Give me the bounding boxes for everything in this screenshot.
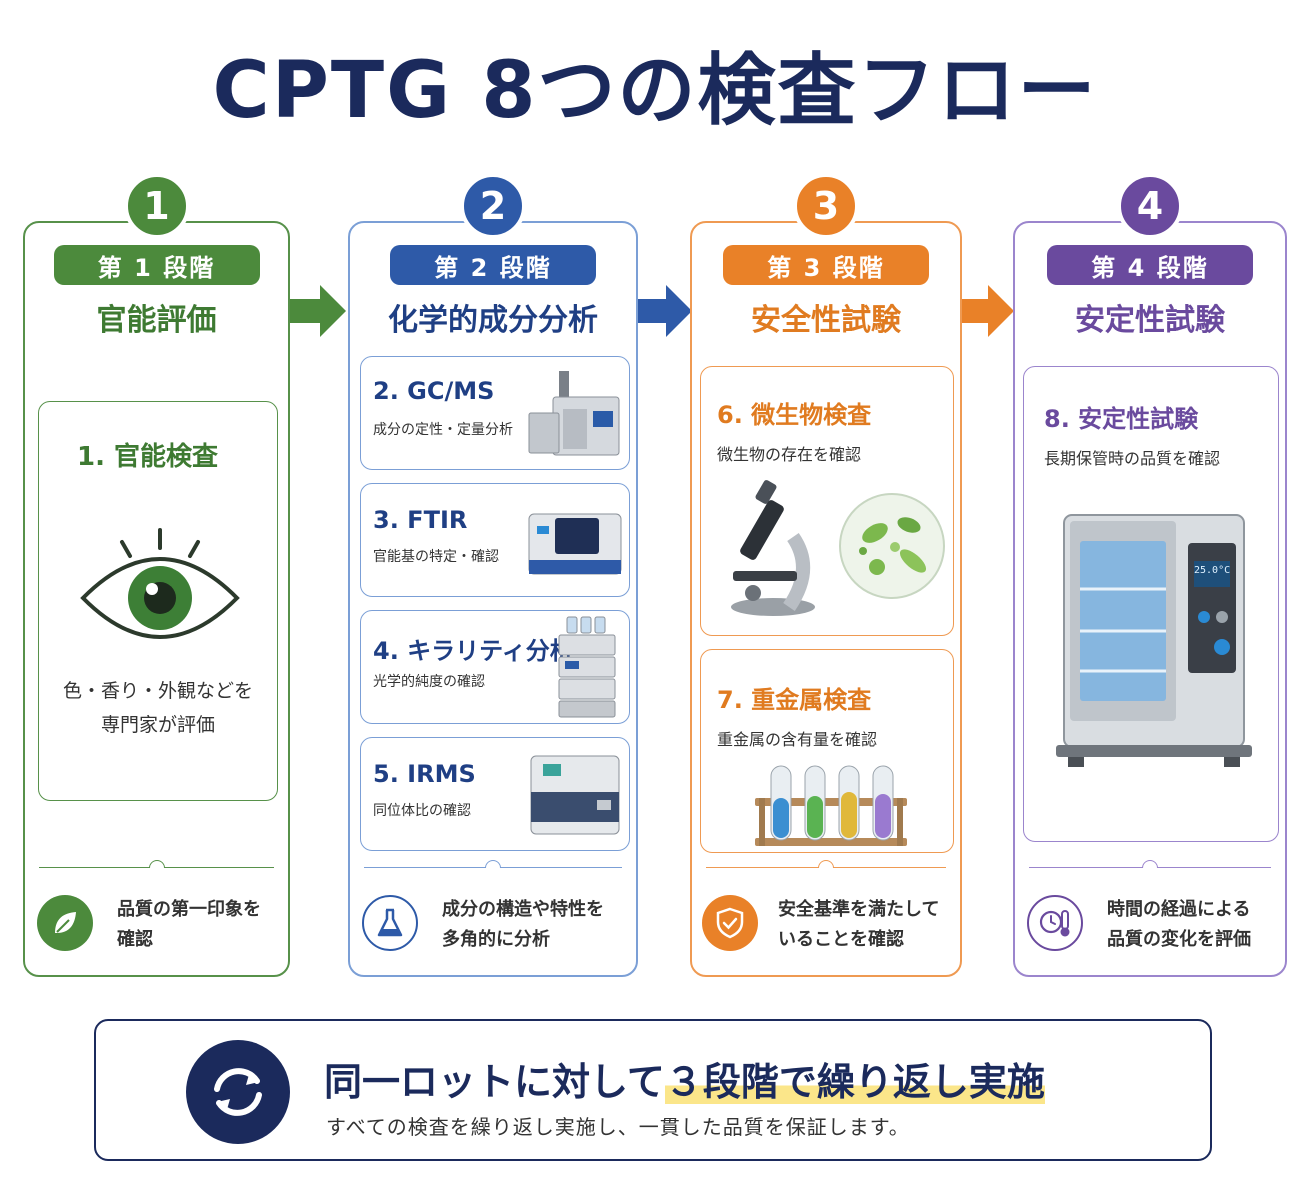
card-description: 色・香り・外観などを 専門家が評価 <box>62 680 253 736</box>
stage-1: 1 第 1 段階 官能評価 1. 官能検査 色・香り・外観などを 専門家が評価 … <box>23 173 290 977</box>
divider-notch <box>1142 860 1158 868</box>
test-card-ftir: 3. FTIR 官能基の特定・確認 <box>360 483 630 597</box>
bacteria-icon <box>839 493 945 599</box>
hplc-instrument-icon <box>558 616 616 718</box>
stage-4: 4 第 4 段階 安定性試験 8. 安定性試験 長期保管時の品質を確認 25.0… <box>1013 173 1287 977</box>
stage-summary: 品質の第一印象を 確認 <box>117 899 261 950</box>
test-card-chirality: 4. キラリティ分析 光学的純度の確認 <box>360 610 630 724</box>
divider-notch <box>148 860 165 868</box>
stage-summary: 成分の構造や特性を 多角的に分析 <box>442 899 604 950</box>
microscope-icon <box>731 480 815 616</box>
stage-summary: 安全基準を満たして いることを確認 <box>778 899 940 950</box>
stage-phase-label: 第 1 段階 <box>53 245 260 285</box>
card-description: 同位体比の確認 <box>373 803 471 819</box>
card-description: 光学的純度の確認 <box>373 674 485 690</box>
card-title: 5. IRMS <box>373 760 476 788</box>
divider-notch <box>485 860 501 868</box>
banner-headline: 同一ロットに対して３段階で繰り返し実施 <box>324 1060 1045 1104</box>
clock-thermometer-icon <box>1027 895 1083 951</box>
stage-title: 安定性試験 <box>1075 303 1225 338</box>
banner-subtext: すべての検査を繰り返し実施し、一貫した品質を保証します。 <box>326 1115 910 1139</box>
stage-number: 3 <box>793 173 859 239</box>
card-description: 成分の定性・定量分析 <box>373 422 513 438</box>
card-description: 長期保管時の品質を確認 <box>1044 449 1221 468</box>
stage-phase-label: 第 4 段階 <box>1047 245 1253 285</box>
card-description: 官能基の特定・確認 <box>373 549 499 565</box>
gcms-instrument-icon <box>528 371 620 456</box>
stage-number: 1 <box>123 173 190 239</box>
shield-check-icon <box>702 895 758 951</box>
leaf-icon <box>37 895 93 951</box>
repeat-banner: 同一ロットに対して３段階で繰り返し実施 すべての検査を繰り返し実施し、一貫した品… <box>94 1019 1212 1161</box>
irms-instrument-icon <box>530 755 620 835</box>
page-title: CPTG 8つの検査フロー <box>212 46 1098 136</box>
stability-chamber-icon <box>1056 514 1252 767</box>
stage-number: 2 <box>460 173 526 239</box>
card-description: 重金属の含有量を確認 <box>717 730 878 749</box>
stage-phase-label: 第 3 段階 <box>723 245 929 285</box>
card-title: 6. 微生物検査 <box>717 401 872 429</box>
divider-notch <box>818 860 834 868</box>
arrow-right-icon <box>290 285 346 337</box>
card-title: 4. キラリティ分析 <box>373 637 574 665</box>
card-title: 7. 重金属検査 <box>717 686 872 714</box>
test-card-microbial: 6. 微生物検査 微生物の存在を確認 <box>700 366 954 636</box>
eye-icon <box>80 528 240 639</box>
test-card-irms: 5. IRMS 同位体比の確認 <box>360 737 630 851</box>
test-card-sensory: 1. 官能検査 色・香り・外観などを 専門家が評価 <box>38 401 278 801</box>
cycle-arrows-icon <box>186 1040 290 1144</box>
stage-3: 3 第 3 段階 安全性試験 6. 微生物検査 微生物の存在を確認 7. 重金属… <box>690 173 962 977</box>
banner-highlight: ３段階で繰り返し実施 <box>664 1060 1045 1104</box>
card-description: 微生物の存在を確認 <box>717 445 862 464</box>
stage-title: 安全性試験 <box>751 303 901 338</box>
card-title: 1. 官能検査 <box>77 442 219 472</box>
flask-icon <box>362 895 418 951</box>
stage-2: 2 第 2 段階 化学的成分分析 2. GC/MS 成分の定性・定量分析 3. … <box>348 173 638 977</box>
stage-title: 化学的成分分析 <box>388 303 598 338</box>
card-title: 3. FTIR <box>373 506 468 534</box>
stage-title: 官能評価 <box>96 303 217 338</box>
card-title: 2. GC/MS <box>373 377 495 405</box>
arrow-right-icon <box>638 285 692 337</box>
arrow-right-icon <box>962 285 1014 337</box>
temperature-display: 25.0°C <box>1194 565 1231 576</box>
test-card-heavy-metals: 7. 重金属検査 重金属の含有量を確認 <box>700 649 954 853</box>
test-card-stability: 8. 安定性試験 長期保管時の品質を確認 25.0°C <box>1023 366 1279 842</box>
test-card-gcms: 2. GC/MS 成分の定性・定量分析 <box>360 356 630 470</box>
stage-number: 4 <box>1117 173 1183 239</box>
ftir-instrument-icon <box>528 513 622 575</box>
stage-phase-label: 第 2 段階 <box>390 245 596 285</box>
stage-summary: 時間の経過による 品質の変化を評価 <box>1107 899 1251 950</box>
card-title: 8. 安定性試験 <box>1044 405 1199 433</box>
test-tubes-icon <box>755 765 907 846</box>
